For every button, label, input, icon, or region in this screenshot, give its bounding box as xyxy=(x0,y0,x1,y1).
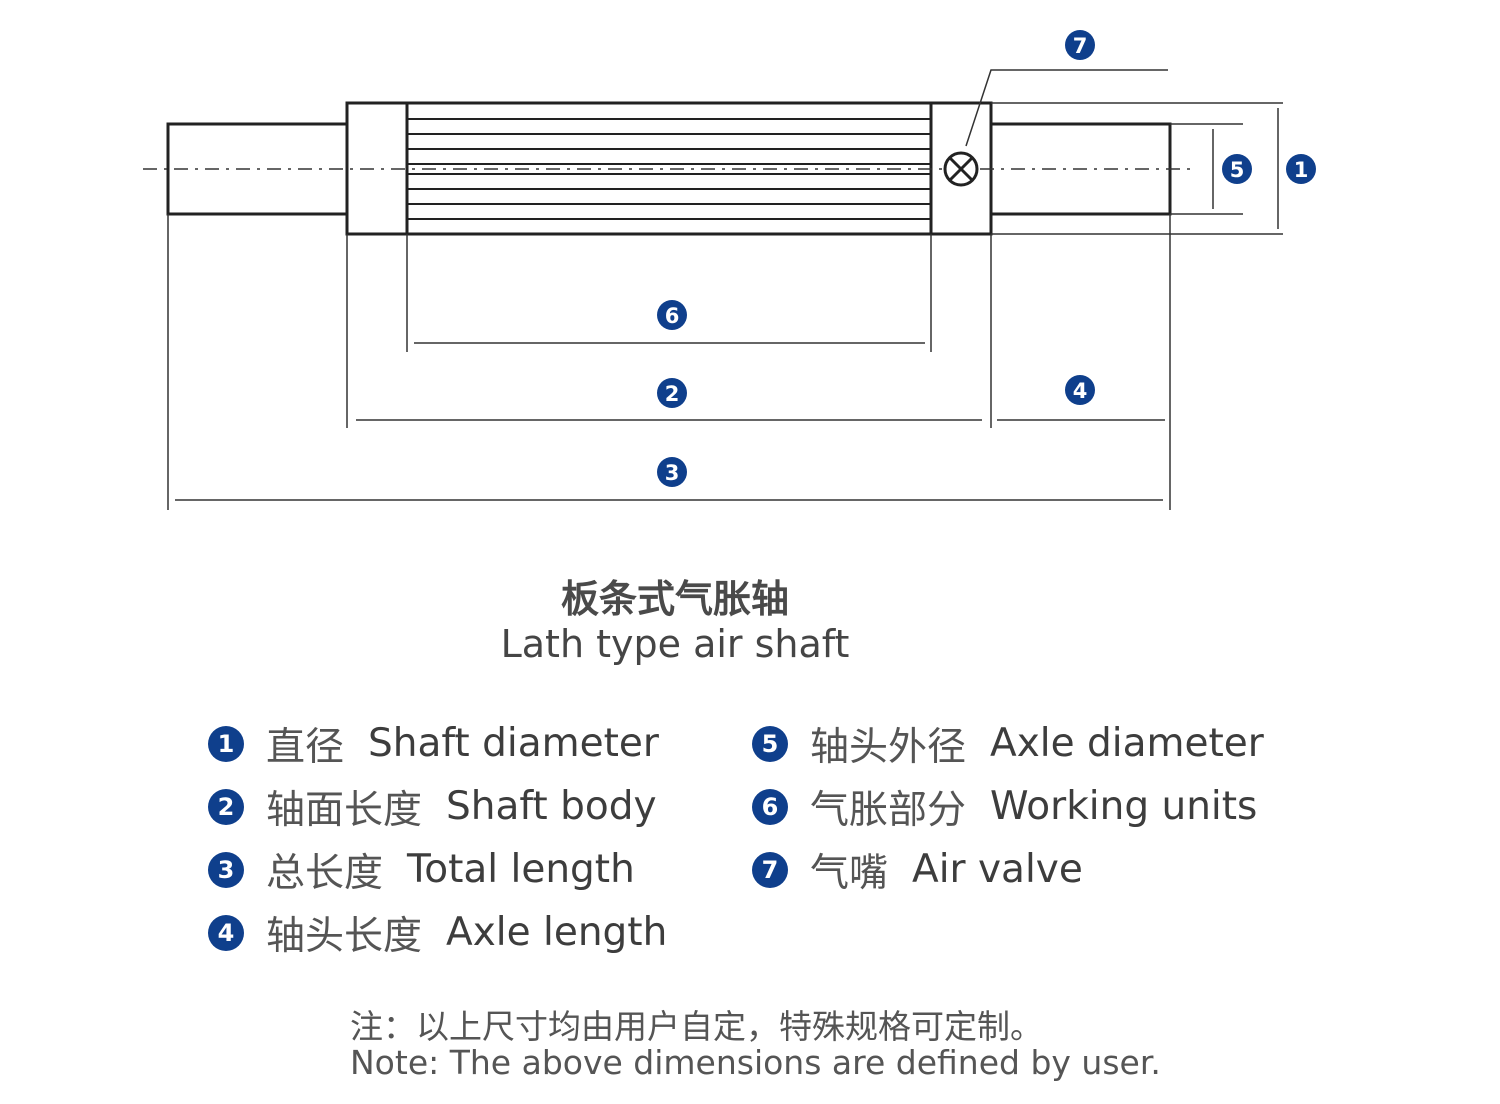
title-english: Lath type air shaft xyxy=(500,622,850,666)
callout-badge-2: 2 xyxy=(657,378,687,408)
callout-badge-6: 6 xyxy=(657,300,687,330)
legend-label-cn: 轴头外径 xyxy=(810,724,967,770)
note-english: Note: The above dimensions are defined b… xyxy=(350,1043,1161,1082)
callout-badge-1: 1 xyxy=(1286,154,1316,184)
legend-number-badge: 4 xyxy=(208,914,244,951)
legend-number-badge: 1 xyxy=(208,725,244,762)
svg-text:3: 3 xyxy=(665,461,680,485)
lath-lines xyxy=(407,118,931,220)
legend-label-cn: 气嘴 xyxy=(810,850,889,896)
legend-label-en: Axle length xyxy=(446,910,668,955)
legend-label-en: Axle diameter xyxy=(990,721,1264,766)
valve-leader-line xyxy=(965,69,1168,147)
air-shaft-drawing: 7 5 1 6 2 4 3 xyxy=(143,30,1316,510)
svg-text:7: 7 xyxy=(1073,34,1088,58)
legend-number-badge: 2 xyxy=(208,788,244,825)
legend-item-3: 3 总长度 Total length xyxy=(208,838,667,901)
svg-text:6: 6 xyxy=(665,304,680,328)
svg-text:1: 1 xyxy=(1294,158,1309,182)
legend-label-cn: 气胀部分 xyxy=(810,787,967,833)
legend-item-1: 1 直径 Shaft diameter xyxy=(208,712,667,775)
legend-label-cn: 总长度 xyxy=(266,850,384,896)
legend-item-4: 4 轴头长度 Axle length xyxy=(208,901,667,964)
legend-label-en: Shaft body xyxy=(446,784,657,829)
title-chinese: 板条式气胀轴 xyxy=(560,577,789,621)
legend-label-en: Air valve xyxy=(912,847,1083,892)
legend-label-cn: 轴头长度 xyxy=(266,913,423,959)
callout-badge-7: 7 xyxy=(1065,30,1095,60)
svg-text:5: 5 xyxy=(1230,158,1245,182)
legend-label-en: Total length xyxy=(407,847,635,892)
legend-label-cn: 直径 xyxy=(266,724,345,770)
svg-text:4: 4 xyxy=(1073,379,1088,403)
legend-number-badge: 3 xyxy=(208,851,244,888)
legend-right-column: 5 轴头外径 Axle diameter 6 气胀部分 Working unit… xyxy=(752,712,1264,901)
legend-label-en: Shaft diameter xyxy=(368,721,659,766)
callout-badge-3: 3 xyxy=(657,457,687,487)
air-valve-symbol xyxy=(943,151,979,187)
dimension-axle-diameter xyxy=(1170,123,1243,215)
legend-item-7: 7 气嘴 Air valve xyxy=(752,838,1264,901)
legend-number-badge: 5 xyxy=(752,725,788,762)
dimension-shaft-diameter xyxy=(991,102,1283,235)
callout-badge-4: 4 xyxy=(1065,375,1095,405)
extension-lines xyxy=(167,214,1171,510)
legend-label-en: Working units xyxy=(990,784,1258,829)
legend-left-column: 1 直径 Shaft diameter 2 轴面长度 Shaft body 3 … xyxy=(208,712,667,964)
svg-text:2: 2 xyxy=(665,382,680,406)
callout-badge-5: 5 xyxy=(1222,154,1252,184)
note-chinese: 注：以上尺寸均由用户自定，特殊规格可定制。 xyxy=(350,1007,1043,1046)
legend-number-badge: 7 xyxy=(752,851,788,888)
legend-number-badge: 6 xyxy=(752,788,788,825)
legend-item-2: 2 轴面长度 Shaft body xyxy=(208,775,667,838)
legend-label-cn: 轴面长度 xyxy=(266,787,423,833)
legend-item-5: 5 轴头外径 Axle diameter xyxy=(752,712,1264,775)
legend-item-6: 6 气胀部分 Working units xyxy=(752,775,1264,838)
